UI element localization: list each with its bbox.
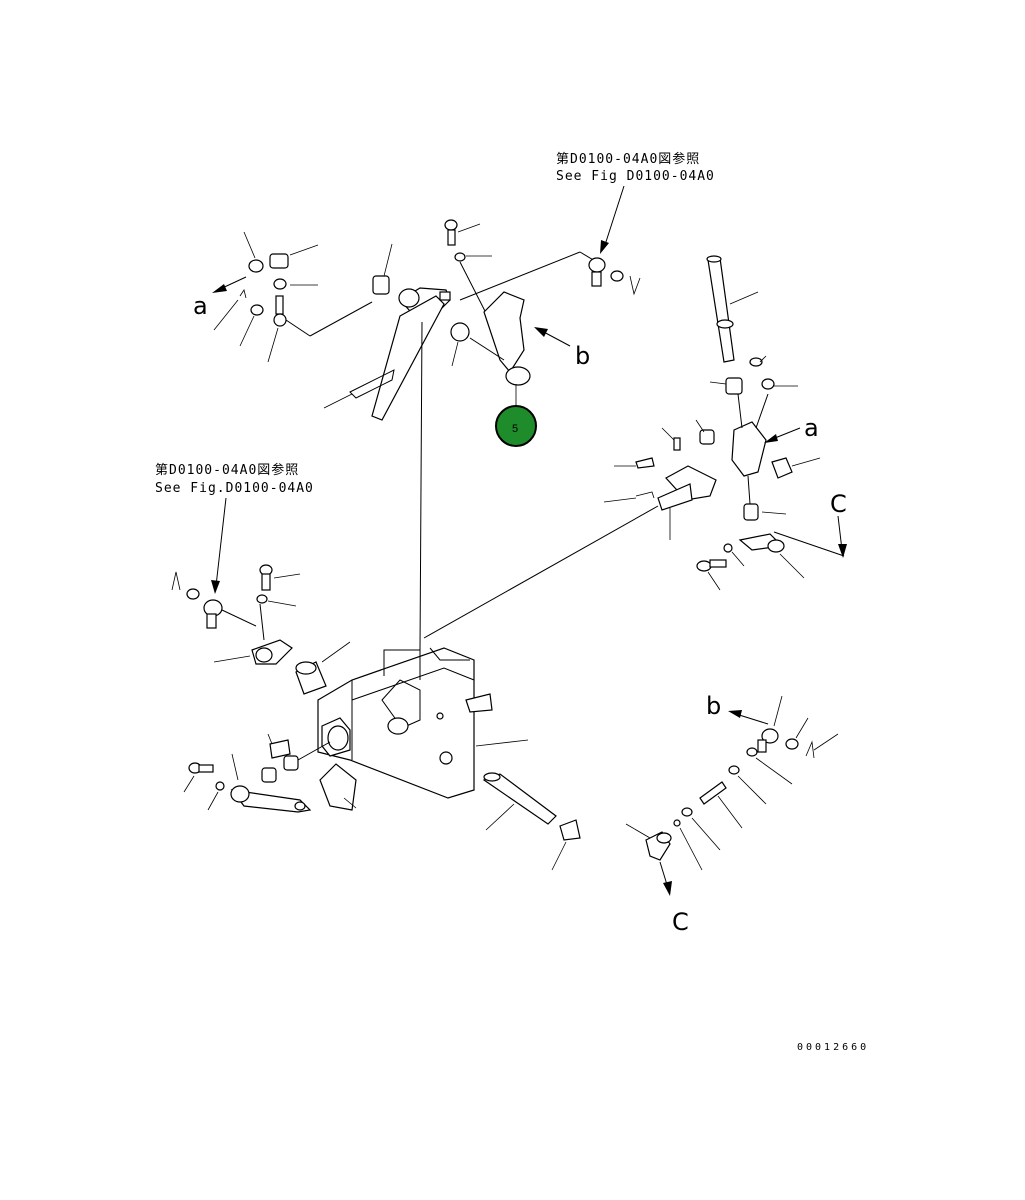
pedal-bracket [323, 243, 451, 651]
arrow-a-left [212, 276, 247, 293]
ref-top-en: See Fig D0100-04A0 [556, 169, 715, 184]
marker-c-right: C [830, 490, 847, 518]
rod-end-top [588, 257, 641, 296]
drawing-number: 00012660 [797, 1042, 869, 1053]
marker-b-bottom: b [706, 692, 721, 720]
arrow-a-right [764, 427, 801, 443]
right-shaft [695, 255, 821, 521]
left-rod-end [171, 564, 301, 665]
ref-left-en: See Fig.D0100-04A0 [155, 481, 314, 496]
ref-top-jp: 第D0100-04A0図参照 [556, 151, 700, 167]
marker-a-right: a [804, 414, 819, 442]
splined-shaft [482, 772, 581, 871]
marker-b-top: b [575, 342, 590, 370]
main-bracket [317, 647, 529, 811]
ref-top-arrow [600, 185, 625, 254]
marker-c-bottom: C [672, 908, 689, 936]
bushing-left [295, 641, 351, 695]
arrow-b-bottom [728, 710, 769, 725]
marker-a-left: a [193, 292, 208, 320]
arrow-c-right [773, 515, 847, 558]
ref-left-arrow [211, 497, 227, 594]
lever-upper [450, 251, 601, 386]
lower-left-linkage [183, 733, 331, 813]
arrow-c-bottom [659, 861, 672, 896]
callout-5[interactable]: 5 [495, 384, 537, 447]
cross-shaft [423, 427, 717, 639]
callout-5-label: 5 [512, 423, 518, 435]
ref-left-jp: 第D0100-04A0図参照 [155, 462, 299, 478]
lower-right-rod [625, 695, 839, 871]
lower-right-lever [696, 533, 805, 591]
top-left-linkage [213, 231, 373, 363]
arrow-b-top [534, 327, 571, 347]
